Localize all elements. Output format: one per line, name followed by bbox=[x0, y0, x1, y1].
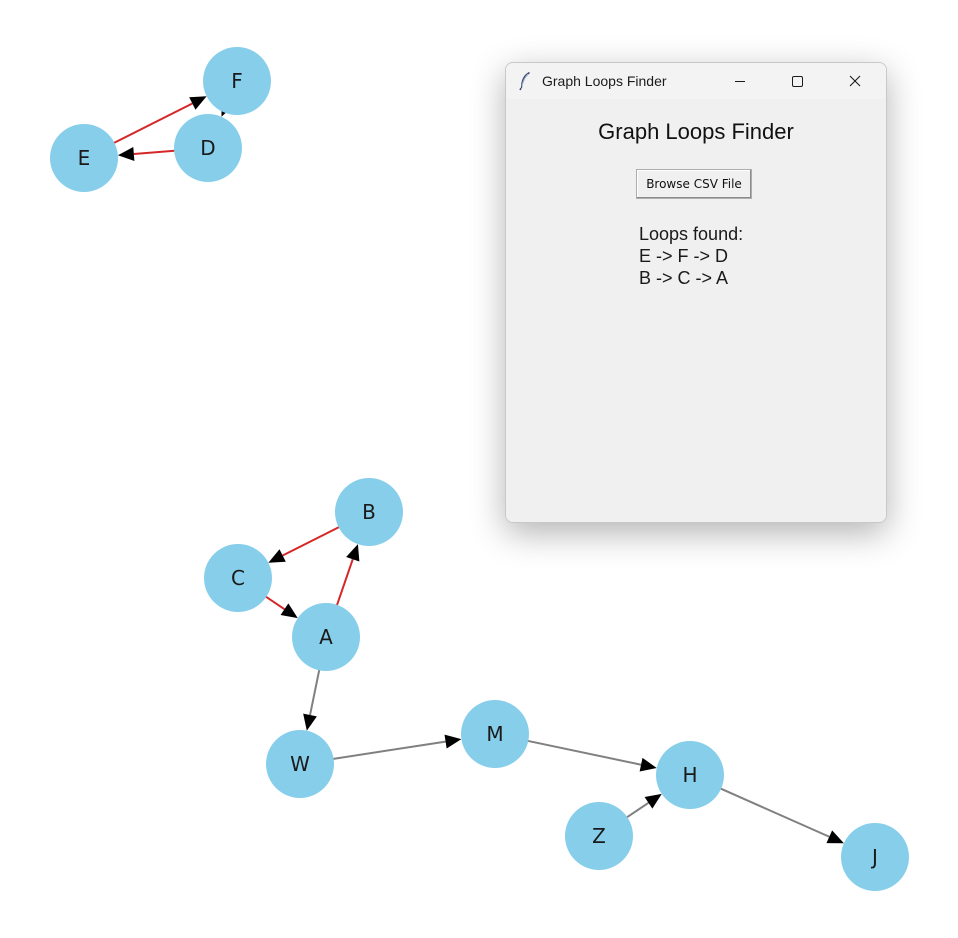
edge-line bbox=[328, 740, 446, 761]
maximize-icon bbox=[792, 76, 803, 87]
edge-H-to-J bbox=[716, 785, 844, 844]
window-client-area: Graph Loops Finder Browse CSV File Loops… bbox=[506, 99, 886, 522]
edge-E-to-F bbox=[109, 96, 207, 146]
node-label: H bbox=[682, 763, 697, 787]
tk-feather-icon bbox=[519, 72, 530, 91]
node-label: C bbox=[231, 566, 245, 590]
node-circle bbox=[203, 47, 271, 115]
node-M: M bbox=[461, 700, 529, 768]
loops-header: Loops found: bbox=[639, 224, 744, 244]
node-H: H bbox=[656, 741, 724, 809]
node-circle bbox=[266, 730, 334, 798]
minimize-button[interactable] bbox=[717, 63, 763, 99]
node-circle bbox=[50, 124, 118, 192]
browse-csv-button[interactable]: Browse CSV File bbox=[636, 169, 752, 199]
loops-result-label: Loops found: E -> F -> D B -> C -> A bbox=[639, 223, 743, 289]
node-J: J bbox=[841, 823, 909, 891]
node-label: W bbox=[290, 752, 310, 776]
node-label: J bbox=[870, 845, 878, 869]
node-A: A bbox=[292, 603, 360, 671]
node-E: E bbox=[50, 124, 118, 192]
edge-line bbox=[523, 738, 642, 766]
node-label: M bbox=[486, 722, 503, 746]
node-label: Z bbox=[592, 824, 606, 848]
edge-B-to-C bbox=[268, 524, 344, 563]
edge-W-to-M bbox=[328, 734, 462, 761]
node-Z: Z bbox=[565, 802, 633, 870]
arrowhead bbox=[268, 549, 286, 563]
arrowhead bbox=[444, 734, 462, 749]
edge-line bbox=[309, 665, 322, 716]
maximize-button[interactable] bbox=[774, 63, 820, 99]
node-label: D bbox=[200, 136, 215, 160]
arrowhead bbox=[826, 830, 844, 844]
loop-item: E -> F -> D bbox=[639, 246, 729, 266]
node-circle bbox=[174, 114, 242, 182]
node-B: B bbox=[335, 478, 403, 546]
node-C: C bbox=[204, 544, 272, 612]
node-label: F bbox=[231, 69, 243, 93]
node-F: F bbox=[203, 47, 271, 115]
arrowhead bbox=[280, 603, 298, 619]
edge-Z-to-H bbox=[622, 793, 662, 821]
arrowhead bbox=[644, 793, 662, 809]
edge-line bbox=[109, 102, 193, 146]
close-icon bbox=[849, 75, 861, 87]
graph-loops-finder-window: Graph Loops Finder Graph Loops Finder Br… bbox=[505, 62, 887, 523]
node-W: W bbox=[266, 730, 334, 798]
node-circle bbox=[461, 700, 529, 768]
app-heading: Graph Loops Finder bbox=[598, 119, 794, 144]
edge-D-to-E bbox=[117, 147, 180, 161]
title-bar[interactable]: Graph Loops Finder bbox=[506, 63, 886, 99]
node-circle bbox=[335, 478, 403, 546]
node-circle bbox=[292, 603, 360, 671]
node-label: E bbox=[78, 146, 91, 170]
edge-C-to-A bbox=[261, 593, 298, 619]
node-circle bbox=[565, 802, 633, 870]
edge-line bbox=[622, 802, 650, 821]
edge-line bbox=[133, 149, 180, 155]
node-D: D bbox=[174, 114, 242, 182]
edge-line bbox=[716, 785, 830, 838]
node-circle bbox=[656, 741, 724, 809]
node-label: B bbox=[362, 500, 376, 524]
edge-A-to-W bbox=[303, 665, 322, 731]
arrowhead bbox=[189, 96, 207, 110]
node-label: A bbox=[319, 625, 333, 649]
edge-line bbox=[334, 558, 354, 610]
close-button[interactable] bbox=[832, 63, 878, 99]
edge-M-to-H bbox=[523, 738, 657, 772]
node-circle bbox=[204, 544, 272, 612]
nodes-layer: F E D B C A W M H Z J bbox=[50, 47, 909, 891]
edge-line bbox=[282, 524, 344, 557]
arrowhead bbox=[346, 544, 360, 562]
loop-item: B -> C -> A bbox=[639, 268, 729, 288]
arrowhead bbox=[117, 147, 135, 161]
node-circle bbox=[841, 823, 909, 891]
arrowhead bbox=[303, 713, 317, 731]
arrowhead bbox=[639, 757, 657, 772]
minimize-icon bbox=[735, 81, 745, 82]
edge-A-to-B bbox=[334, 544, 360, 610]
window-title: Graph Loops Finder bbox=[542, 73, 667, 89]
